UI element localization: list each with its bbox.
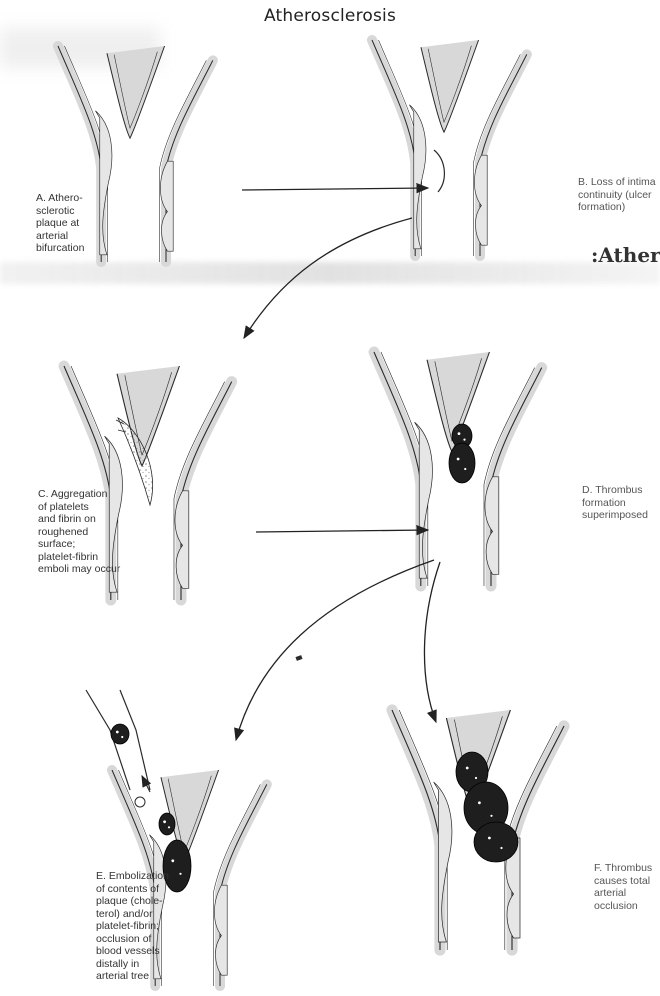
thrombus-f-low-highlight xyxy=(488,837,491,840)
bleed-through-text: :Athero xyxy=(591,243,660,267)
thrombus-f-low xyxy=(474,822,518,862)
caption-panel-a: A. Athero- sclerotic plaque at arterial … xyxy=(36,192,126,255)
caption-panel-c: C. Aggregation of platelets and fibrin o… xyxy=(38,488,148,576)
arrow-c-to-d xyxy=(256,530,428,532)
thrombus-f-top-highlight xyxy=(475,777,477,779)
thrombus-d-main-highlight xyxy=(464,468,466,470)
thrombus-f-low-highlight xyxy=(500,847,502,849)
vessel-wall-d xyxy=(374,352,421,586)
arrow-a-to-b xyxy=(242,188,428,190)
thrombus-e-top xyxy=(159,813,175,835)
embolus-distal-highlight xyxy=(121,736,123,738)
thrombus-e-top-highlight xyxy=(163,820,166,823)
thrombus-f-top-highlight xyxy=(466,767,469,770)
stray-mark xyxy=(295,655,302,661)
thrombus-d-main xyxy=(449,443,475,483)
vessel-wall-f xyxy=(392,710,440,950)
arrow-b-to-c xyxy=(244,218,412,338)
thrombus-e-top-highlight xyxy=(168,826,170,828)
thrombus-f-mid-highlight xyxy=(490,815,492,817)
ulcer-notch xyxy=(434,150,444,192)
artery-bifurcation-b xyxy=(372,40,527,256)
thrombus-d-main-highlight xyxy=(457,458,460,461)
embolus-distal xyxy=(111,724,129,744)
caption-panel-e: E. Embolization of contents of plaque (c… xyxy=(96,870,206,983)
thrombus-f-mid-highlight xyxy=(478,801,481,804)
embolus-fragment xyxy=(135,797,145,807)
caption-panel-b: B. Loss of intima continuity (ulcer form… xyxy=(578,176,660,214)
thrombus-d-top-highlight xyxy=(463,439,465,441)
arrow-d-to-e xyxy=(236,560,434,740)
thrombus-e-main-highlight xyxy=(171,859,174,862)
thrombus-d-top-highlight xyxy=(458,432,461,435)
arrow-d-to-f xyxy=(424,562,440,722)
embolus-distal-highlight xyxy=(116,731,119,734)
caption-panel-d: D. Thrombus formation superimposed xyxy=(582,484,660,522)
caption-panel-f: F. Thrombus causes total arterial occlus… xyxy=(594,862,660,912)
